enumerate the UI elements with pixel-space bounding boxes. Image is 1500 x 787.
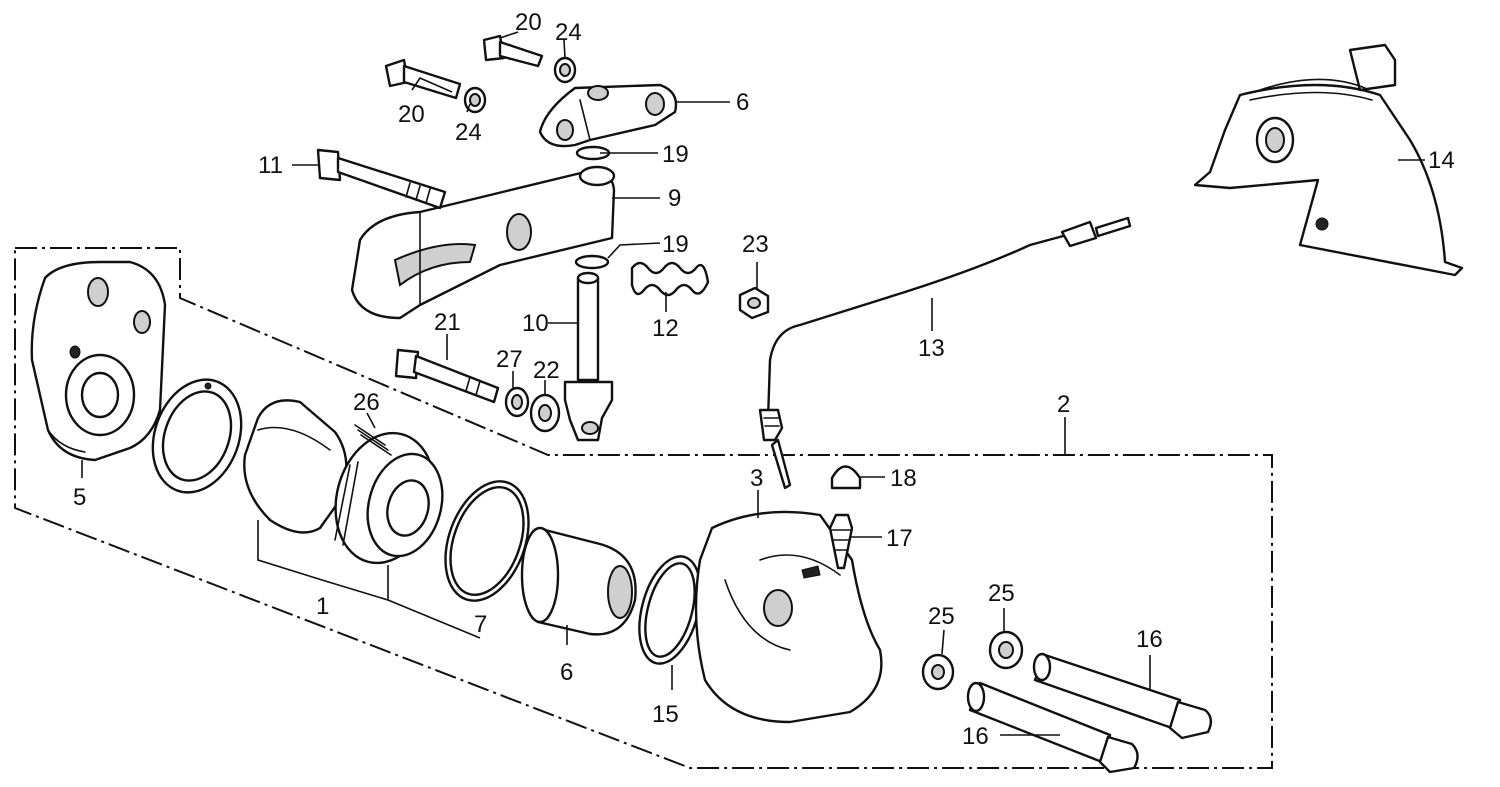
callout-1: 1 (316, 593, 329, 620)
callout-15: 15 (652, 701, 679, 728)
part-o-ring (444, 480, 530, 602)
callout-20-top: 20 (515, 9, 542, 36)
callout-17: 18 (890, 465, 917, 492)
callout-5: 6 (736, 89, 749, 116)
callout-19-lower: 19 (662, 231, 689, 258)
part-nut (738, 286, 770, 320)
part-arm-support (350, 165, 616, 320)
callout-25-left: 24 (455, 119, 482, 146)
part-collar-pin (563, 271, 614, 442)
leader-lines (81, 31, 1425, 736)
callout-18-lower: 16 (962, 723, 989, 750)
callout-14: 14 (1428, 147, 1455, 174)
callout-16: 17 (886, 525, 913, 552)
part-bolt-18-upper (1032, 652, 1213, 740)
callout-7: 7 (474, 611, 487, 638)
part-bracket-plate (30, 260, 167, 462)
part-washer-26 (504, 386, 530, 418)
callout-13: 13 (918, 335, 945, 362)
part-bleeder-cap (830, 465, 862, 490)
callout-24-right: 25 (988, 580, 1015, 607)
callout-6: 6 (560, 659, 573, 686)
part-o-ring-small-lower (574, 254, 610, 270)
callout-4: 5 (73, 484, 86, 511)
callout-26: 27 (496, 346, 523, 373)
callout-11: 11 (258, 152, 283, 179)
callout-labels: 20 24 20 24 6 19 11 9 19 23 12 10 21 27 … (73, 9, 1455, 750)
callout-25-top: 24 (555, 19, 582, 46)
part-pad-set (243, 399, 444, 565)
part-lock-washer-top (553, 56, 577, 84)
part-bolt-20-top (482, 34, 544, 68)
part-caliper-cover (1193, 43, 1464, 277)
part-bolt-21 (394, 348, 500, 404)
callout-3: 3 (750, 465, 763, 492)
part-spring (630, 261, 710, 297)
callout-2: 2 (1057, 391, 1070, 418)
callout-24-left: 25 (928, 603, 955, 630)
part-seal-ring (151, 378, 243, 494)
part-washer-23 (529, 393, 561, 433)
callout-20-left: 20 (398, 101, 425, 128)
callout-22: 23 (742, 231, 769, 258)
part-snap-ring (638, 555, 702, 665)
part-brake-pipe (758, 216, 1132, 490)
part-upper-bracket (538, 83, 678, 148)
callout-12: 12 (652, 315, 679, 342)
callout-19-top: 19 (662, 141, 689, 168)
callout-10: 10 (522, 310, 549, 337)
callout-27: 26 (353, 389, 380, 416)
part-caliper-body (694, 510, 883, 724)
part-washer-24-left (921, 653, 955, 691)
callout-9: 9 (668, 185, 681, 212)
part-long-bolt (316, 148, 447, 210)
part-washer-24-right (988, 630, 1024, 670)
callout-21: 21 (434, 309, 461, 336)
assembly-boundary (14, 247, 1273, 769)
part-spring-clip (354, 424, 392, 456)
part-bleeder-valve (828, 513, 854, 570)
callout-18-right: 16 (1136, 626, 1163, 653)
part-bolt-18-lower (966, 681, 1139, 774)
callout-23: 22 (533, 357, 560, 384)
part-piston (520, 526, 637, 636)
